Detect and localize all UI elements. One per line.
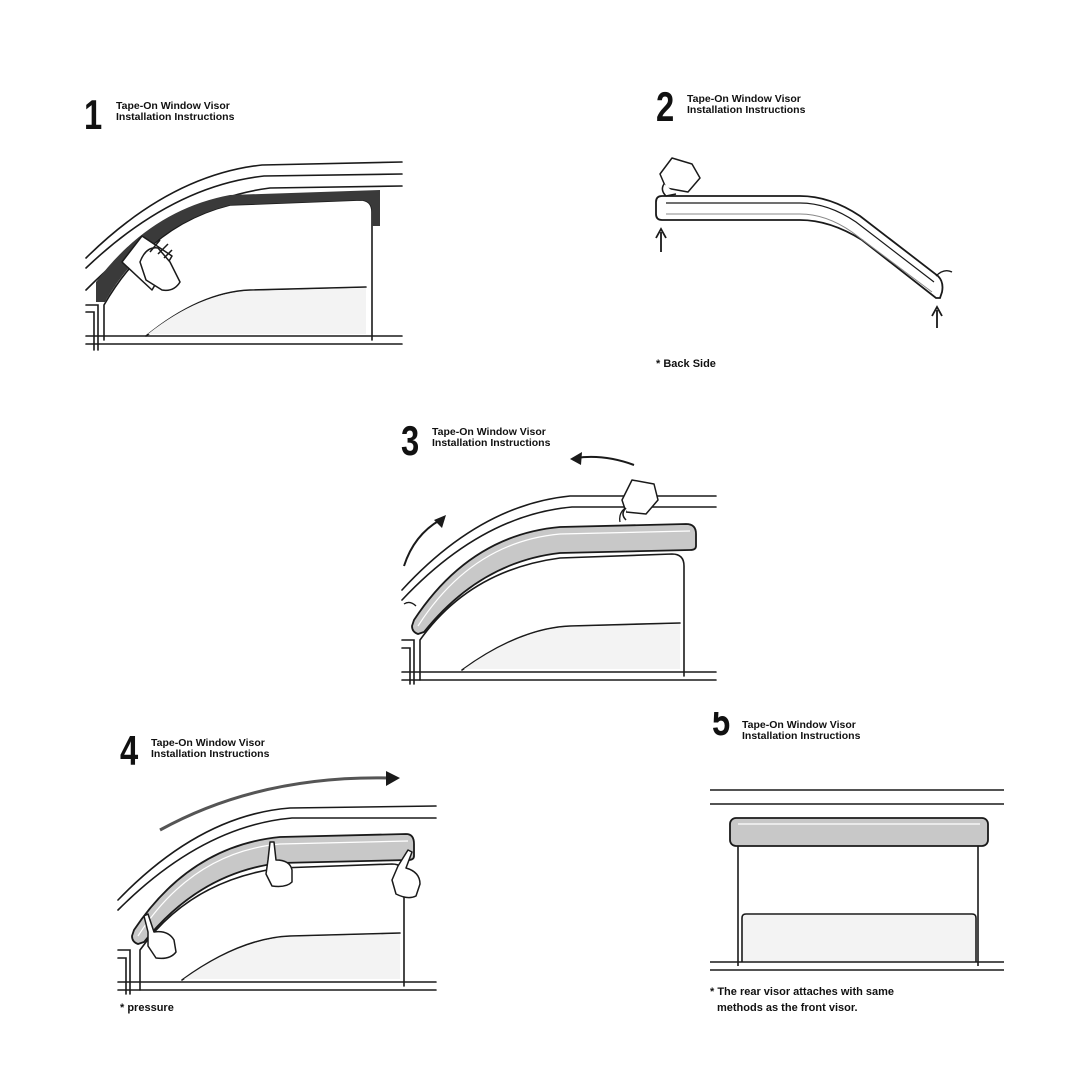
step-5-title-line1: Tape-On Window Visor xyxy=(742,719,856,731)
step-5-number: 5 xyxy=(712,712,730,744)
step-5-number-text: 5 xyxy=(712,712,731,744)
step-5-title-line2: Installation Instructions xyxy=(742,730,861,742)
step-2-title-line2: Installation Instructions xyxy=(687,104,806,116)
step-3-title: Tape-On Window Visor Installation Instru… xyxy=(432,427,550,449)
step-4-note: * pressure xyxy=(120,1002,174,1014)
step-4-title-line1: Tape-On Window Visor xyxy=(151,737,265,749)
step-5-note: * The rear visor attaches with same meth… xyxy=(710,984,894,1016)
step-3-title-line2: Installation Instructions xyxy=(432,437,551,449)
step-3-number: 3 xyxy=(401,417,420,464)
step-2-number: 2 xyxy=(656,83,675,130)
step-1-number: 1 xyxy=(84,91,103,138)
step-4-title-line2: Installation Instructions xyxy=(151,748,270,760)
step-5-title: Tape-On Window Visor Installation Instru… xyxy=(742,720,860,742)
step-4-number: 4 xyxy=(120,727,139,774)
step-1-title-line2: Installation Instructions xyxy=(116,111,235,123)
step-5-note-line1: * The rear visor attaches with same xyxy=(710,986,895,998)
step-2-title-line1: Tape-On Window Visor xyxy=(687,93,801,105)
step-1-title-line1: Tape-On Window Visor xyxy=(116,100,230,112)
step-1-title: Tape-On Window Visor Installation Instru… xyxy=(116,101,234,123)
step-5-note-line2: methods as the front visor. xyxy=(717,1002,858,1014)
step-3-title-line1: Tape-On Window Visor xyxy=(432,426,546,438)
step-4-title: Tape-On Window Visor Installation Instru… xyxy=(151,738,269,760)
step-2-title: Tape-On Window Visor Installation Instru… xyxy=(687,94,805,116)
step-2-note: * Back Side xyxy=(656,358,716,370)
